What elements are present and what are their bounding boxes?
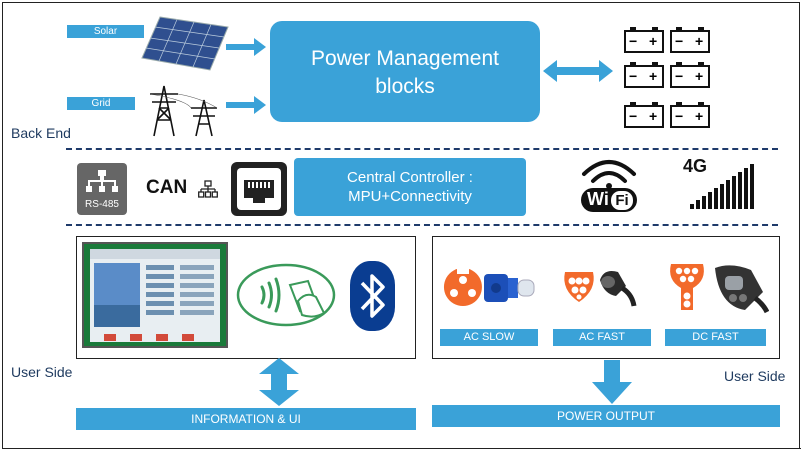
wifi-icon: Wi Fi	[578, 154, 640, 216]
battery-icon: − +	[670, 61, 710, 88]
solar-label: Solar	[67, 25, 144, 38]
bidirectional-arrow-icon	[543, 60, 613, 82]
user-side-left-label: User Side	[11, 364, 73, 380]
battery-minus: −	[629, 33, 638, 49]
ac-fast-socket-icon	[564, 272, 594, 302]
battery-icon: − +	[624, 101, 664, 128]
central-controller-block: Central Controller : MPU+Connectivity	[294, 158, 526, 216]
battery-icon: − +	[670, 26, 710, 53]
battery-plus: +	[649, 33, 658, 49]
wifi-wi-text: Wi	[587, 189, 609, 209]
ac-slow-label: AC SLOW	[440, 329, 538, 346]
battery-icon: − +	[624, 61, 664, 88]
rs485-label: RS-485	[85, 199, 119, 210]
battery-minus: −	[629, 108, 638, 124]
grid-arrow-icon	[226, 96, 266, 114]
back-end-label: Back End	[11, 125, 71, 141]
rs485-icon: RS-485	[77, 163, 127, 215]
vertical-double-arrow-icon	[259, 358, 299, 406]
bottom-border	[3, 448, 801, 449]
power-output-bar: POWER OUTPUT	[432, 405, 780, 427]
touchscreen-display-icon	[82, 242, 228, 348]
battery-plus: +	[695, 33, 704, 49]
divider-bottom	[66, 224, 778, 226]
battery-minus: −	[675, 108, 684, 124]
ethernet-port-icon	[231, 162, 287, 216]
solar-arrow-icon	[226, 38, 266, 56]
power-block-line1: Power Management	[311, 47, 499, 70]
contactless-payment-icon	[236, 263, 336, 327]
bluetooth-icon	[350, 261, 395, 331]
grid-label: Grid	[67, 97, 135, 110]
network-icon	[198, 180, 218, 198]
controller-line2: MPU+Connectivity	[348, 188, 472, 205]
battery-icon: − +	[624, 26, 664, 53]
wifi-fi-text: Fi	[611, 191, 633, 210]
power-management-block: Power Management blocks	[270, 21, 540, 122]
dc-fast-label: DC FAST	[665, 329, 766, 346]
ac-fast-plug-icon	[600, 271, 637, 307]
battery-plus: +	[695, 108, 704, 124]
solar-panel-icon	[141, 16, 229, 71]
battery-minus: −	[675, 68, 684, 84]
user-side-right-label: User Side	[724, 368, 786, 384]
power-block-line2: blocks	[375, 75, 435, 98]
battery-plus: +	[695, 68, 704, 84]
battery-icon: − +	[670, 101, 710, 128]
battery-plus: +	[649, 108, 658, 124]
dc-fast-socket-icon	[670, 264, 704, 310]
signal-4g-label: 4G	[683, 156, 708, 176]
information-ui-bar: INFORMATION & UI	[76, 408, 416, 430]
can-label: CAN	[146, 177, 188, 198]
grid-tower-icon	[149, 85, 218, 137]
signal-bars-icon	[690, 164, 754, 209]
controller-line1: Central Controller :	[347, 169, 473, 186]
ac-slow-socket-icon	[443, 268, 482, 306]
battery-minus: −	[675, 33, 684, 49]
battery-minus: −	[629, 68, 638, 84]
dc-fast-plug-icon	[715, 265, 769, 314]
battery-plus: +	[649, 68, 658, 84]
ac-slow-plug-icon	[484, 274, 535, 302]
divider-top	[66, 148, 778, 150]
ac-fast-label: AC FAST	[553, 329, 651, 346]
down-arrow-icon	[592, 360, 632, 404]
